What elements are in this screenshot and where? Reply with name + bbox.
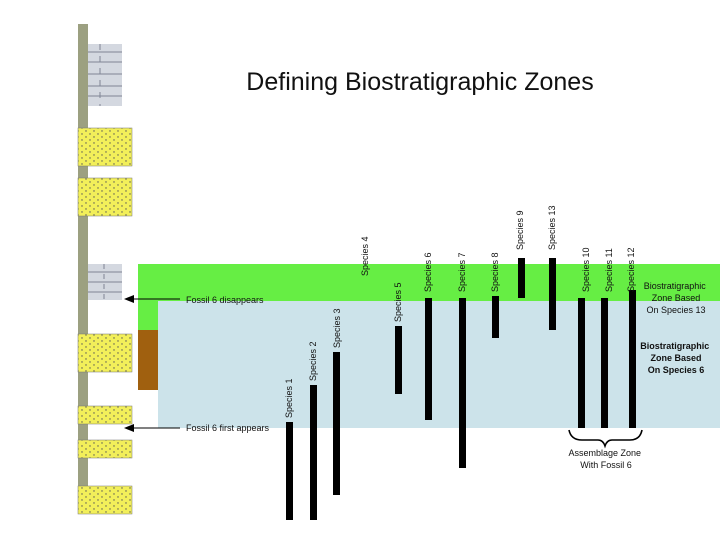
species-6-range [425, 298, 432, 420]
sandstone-bed-3 [77, 333, 133, 373]
species-label: Species 11 [604, 248, 614, 292]
species-9-range [518, 258, 525, 298]
species-3-range [333, 352, 340, 495]
species-label: Species 1 [284, 378, 294, 418]
species-label: Species 9 [515, 210, 525, 250]
species-2-range [310, 385, 317, 520]
zone-label-species6: Biostratigraphic Zone Based On Species 6 [640, 341, 712, 375]
limestone-bed-middle [88, 264, 122, 300]
zone-label-line: With Fossil 6 [580, 460, 632, 470]
assemblage-zone-label-text: Assemblage Zone [568, 448, 641, 458]
species-10-range [578, 298, 585, 428]
arrow-fossil6-first-appears [124, 424, 180, 432]
species-13-range [549, 258, 556, 330]
species-label: Species 7 [457, 252, 467, 292]
brown-zone [138, 330, 158, 390]
zone-label-line: On Species 13 [646, 305, 705, 315]
limestone-bed-top [88, 44, 122, 106]
assemblage-zone-bracket [568, 429, 643, 449]
page-title: Defining Biostratigraphic Zones [246, 68, 594, 96]
species-label: Species 6 [423, 252, 433, 292]
species-8-range [492, 296, 499, 338]
zone-label-species13-text: Biostratigraphic [644, 281, 707, 291]
green-zone [138, 264, 720, 301]
zone-label-line: Zone Based [652, 293, 701, 303]
stratigraphic-column [77, 24, 133, 515]
sandstone-bed-5 [77, 439, 133, 459]
zone-label-species13: Biostratigraphic Zone Based On Species 13 [644, 281, 709, 315]
species-label: Species 5 [393, 282, 403, 322]
blue-zone [158, 301, 720, 428]
species-label: Species 8 [490, 252, 500, 292]
species-label: Species 4 [360, 236, 370, 276]
zone-label-line: On Species 6 [648, 365, 705, 375]
sandstone-bed-6 [77, 485, 133, 515]
arrow-fossil6-disappears [124, 295, 180, 303]
zone-label-line: Zone Based [650, 353, 701, 363]
species-label: Species 2 [308, 341, 318, 381]
green-zone-lower-strip [138, 301, 158, 330]
species-11-range [601, 298, 608, 428]
sandstone-bed-2 [77, 177, 133, 217]
zone-label-species6-text: Biostratigraphic [640, 341, 709, 351]
assemblage-zone-label: Assemblage Zone With Fossil 6 [568, 448, 643, 470]
species-7-range [459, 298, 466, 468]
species-label: Species 10 [581, 247, 591, 292]
column-base [78, 24, 88, 514]
species-12-range [629, 290, 636, 428]
species-5-range [395, 326, 402, 394]
species-label: Species 12 [626, 247, 636, 292]
fossil6-first-appears-label: Fossil 6 first appears [186, 423, 270, 433]
sandstone-bed-4 [77, 405, 133, 425]
species-1-range [286, 422, 293, 520]
sandstone-bed-1 [77, 127, 133, 167]
species-label: Species 13 [547, 205, 557, 250]
fossil6-disappears-label: Fossil 6 disappears [186, 295, 264, 305]
species-label: Species 3 [332, 308, 342, 348]
